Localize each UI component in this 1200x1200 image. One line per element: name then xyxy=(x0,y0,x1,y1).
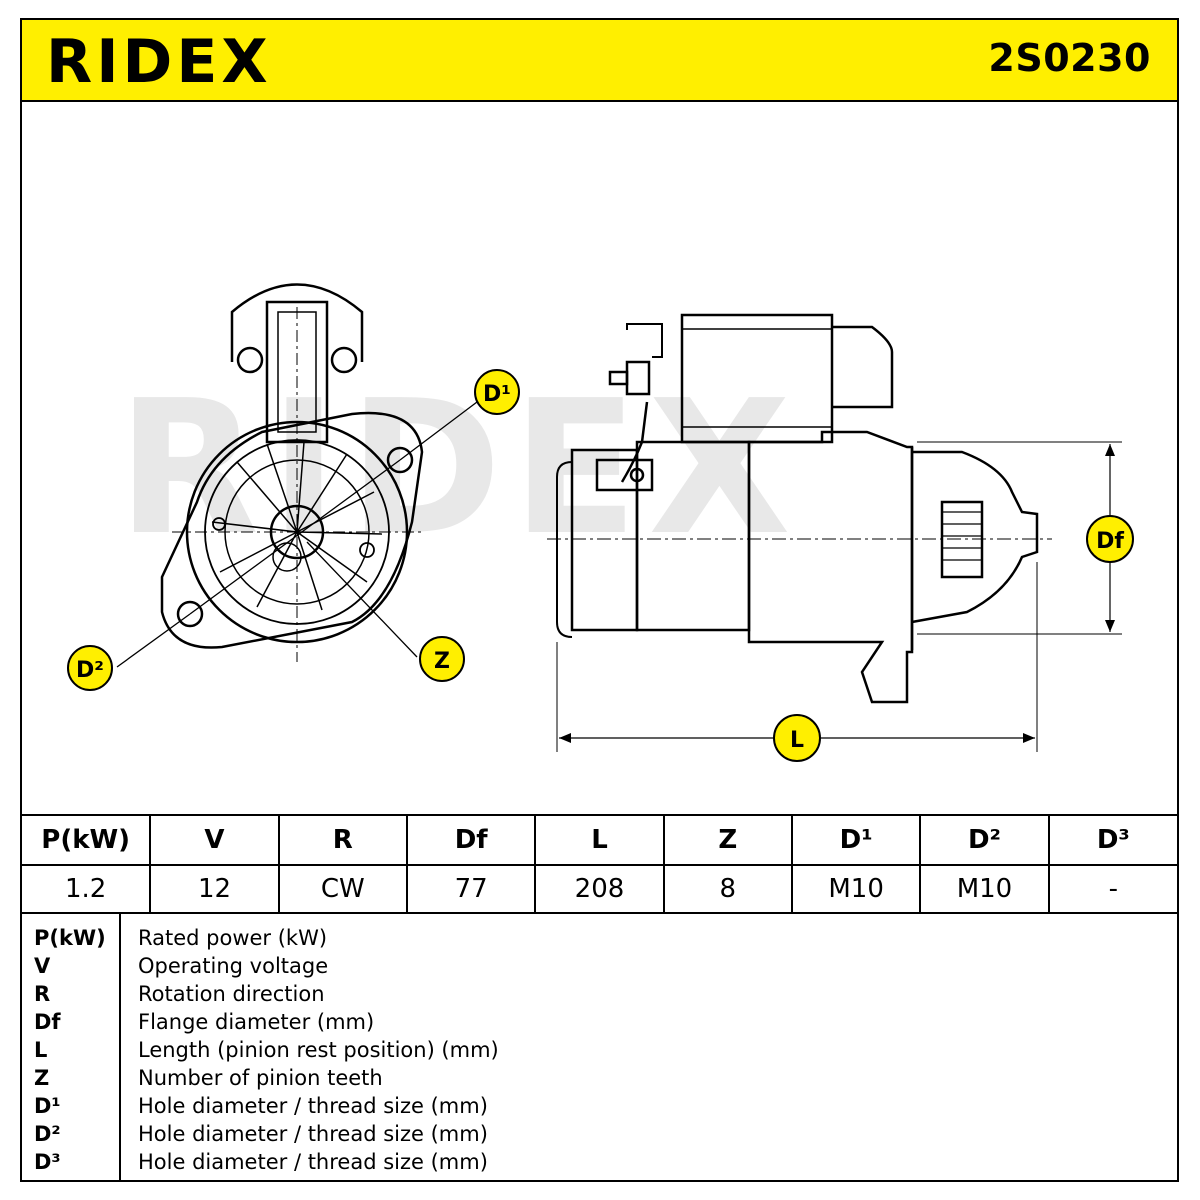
solenoid-cap xyxy=(832,325,894,409)
callout-z: Z xyxy=(419,636,465,682)
spec-value-cell: - xyxy=(1047,864,1177,914)
logo-text: RIDEX xyxy=(46,30,272,92)
legend-abbr: Z xyxy=(34,1066,50,1090)
callout-d2: D² xyxy=(67,645,113,691)
spec-value-cell: 1.2 xyxy=(22,864,152,914)
svg-text:Df: Df xyxy=(1096,529,1124,554)
svg-text:L: L xyxy=(790,728,804,753)
watermark-text: RIDEX xyxy=(117,360,801,576)
spec-value-row: 1.2 12 CW 77 208 8 M10 M10 - xyxy=(22,864,1177,914)
spec-value-cell: M10 xyxy=(790,864,922,914)
legend-row: P(kW) Rated power (kW) xyxy=(22,924,1177,952)
legend-desc: Hole diameter / thread size (mm) xyxy=(138,1094,488,1118)
legend-abbr: D² xyxy=(34,1122,61,1146)
legend-abbr: Df xyxy=(34,1010,61,1034)
legend-desc: Rated power (kW) xyxy=(138,926,328,950)
spec-header-cell: Z xyxy=(662,814,793,866)
spec-value-cell: M10 xyxy=(919,864,1050,914)
legend-desc: Length (pinion rest position) (mm) xyxy=(138,1038,499,1062)
flange-outline xyxy=(160,411,424,649)
legend-row: L Length (pinion rest position) (mm) xyxy=(22,1036,1177,1064)
legend-row: R Rotation direction xyxy=(22,980,1177,1008)
legend-desc: Rotation direction xyxy=(138,982,325,1006)
svg-text:D¹: D¹ xyxy=(483,382,511,407)
nose xyxy=(911,450,1039,624)
spec-header-cell: D¹ xyxy=(790,814,922,866)
spec-header-cell: R xyxy=(277,814,408,866)
front-view xyxy=(116,283,478,668)
drive-housing xyxy=(747,430,914,704)
spec-header-cell: V xyxy=(149,814,280,866)
legend-row: D² Hole diameter / thread size (mm) xyxy=(22,1120,1177,1148)
legend-abbr: R xyxy=(34,982,51,1006)
spec-table: P(kW) V R Df L Z D¹ D² D³ 1.2 12 CW 77 2… xyxy=(22,814,1177,914)
hole-d1 xyxy=(386,446,414,474)
hole-d2 xyxy=(176,600,204,628)
legend-abbr: D¹ xyxy=(34,1094,61,1118)
legend-row: Z Number of pinion teeth xyxy=(22,1064,1177,1092)
callout-df: Df xyxy=(1086,515,1134,563)
spec-header-cell: D² xyxy=(919,814,1050,866)
spec-header-row: P(kW) V R Df L Z D¹ D² D³ xyxy=(22,814,1177,866)
spec-value-cell: 8 xyxy=(662,864,793,914)
ridex-logo: RIDEX xyxy=(46,30,272,92)
legend-row: V Operating voltage xyxy=(22,952,1177,980)
svg-text:D²: D² xyxy=(76,658,104,683)
legend: P(kW) Rated power (kW) V Operating volta… xyxy=(22,914,1177,1180)
legend-abbr: D³ xyxy=(34,1150,61,1174)
legend-desc: Hole diameter / thread size (mm) xyxy=(138,1122,488,1146)
legend-abbr: V xyxy=(34,954,51,978)
spec-header-cell: D³ xyxy=(1047,814,1177,866)
datasheet-frame: RIDEX 2S0230 RIDEX xyxy=(20,18,1179,1182)
spec-value-cell: 77 xyxy=(405,864,537,914)
part-number: 2S0230 xyxy=(988,36,1151,80)
spec-value-cell: 12 xyxy=(149,864,280,914)
legend-row: D³ Hole diameter / thread size (mm) xyxy=(22,1148,1177,1176)
spec-header-cell: Df xyxy=(405,814,537,866)
top-bolt-right xyxy=(330,346,358,374)
callout-l: L xyxy=(773,714,821,762)
top-bolt-left xyxy=(236,346,264,374)
legend-desc: Number of pinion teeth xyxy=(138,1066,383,1090)
legend-abbr: P(kW) xyxy=(34,926,106,950)
legend-divider xyxy=(119,914,121,1180)
technical-drawing: RIDEX xyxy=(67,283,1134,762)
legend-desc: Hole diameter / thread size (mm) xyxy=(138,1150,488,1174)
legend-row: D¹ Hole diameter / thread size (mm) xyxy=(22,1092,1177,1120)
side-view xyxy=(547,313,1122,752)
spec-header-cell: L xyxy=(534,814,665,866)
legend-abbr: L xyxy=(34,1038,48,1062)
top-boss xyxy=(230,283,364,362)
header-bar: RIDEX 2S0230 xyxy=(22,20,1177,102)
legend-desc: Operating voltage xyxy=(138,954,329,978)
legend-row: Df Flange diameter (mm) xyxy=(22,1008,1177,1036)
callout-d1: D¹ xyxy=(474,369,520,415)
spec-value-cell: CW xyxy=(277,864,408,914)
spec-header-cell: P(kW) xyxy=(22,814,152,866)
spec-value-cell: 208 xyxy=(534,864,665,914)
legend-desc: Flange diameter (mm) xyxy=(138,1010,375,1034)
svg-text:Z: Z xyxy=(434,649,450,674)
top-boss-slot xyxy=(265,300,329,444)
